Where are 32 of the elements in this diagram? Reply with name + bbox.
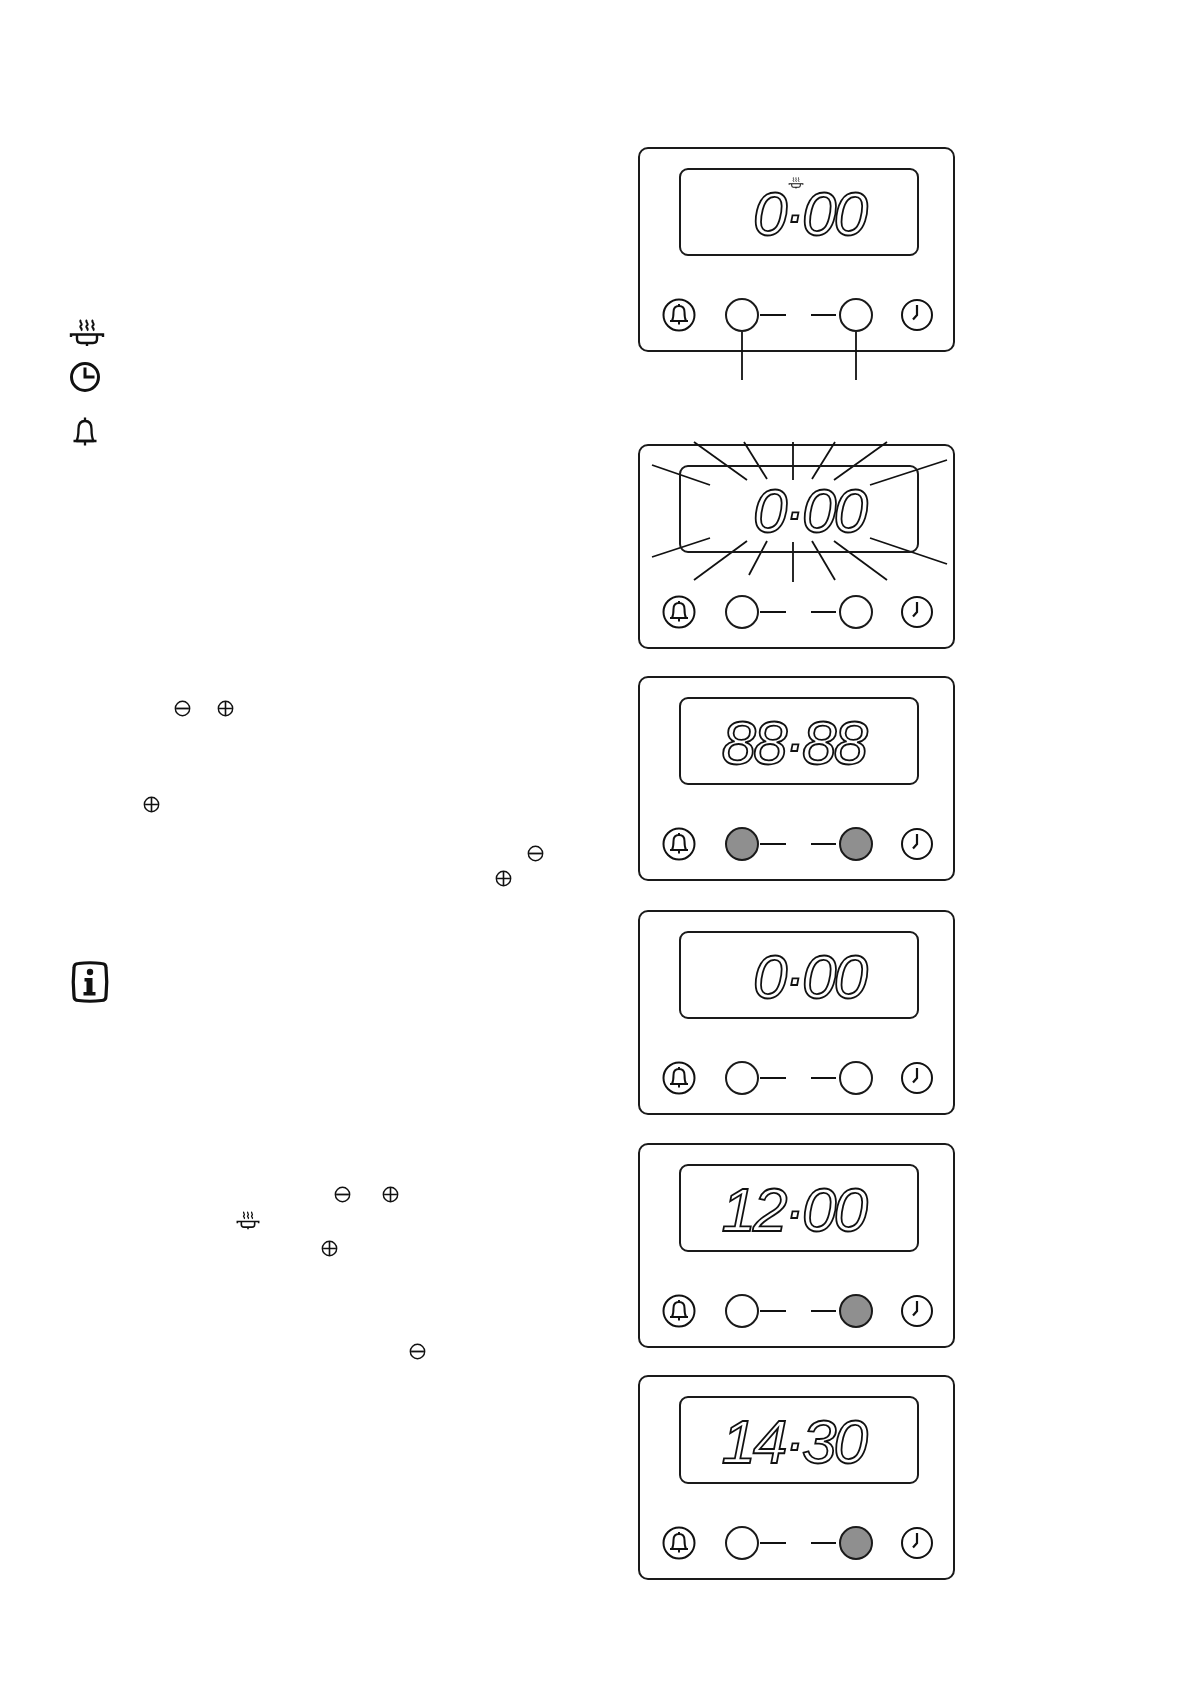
sensor-button [839, 1061, 873, 1095]
sensor-button [839, 1526, 873, 1560]
control-panel [638, 1143, 955, 1348]
sensor-button [839, 298, 873, 332]
control-panel [638, 147, 955, 352]
control-panel [638, 676, 955, 881]
sensor-button [725, 1526, 759, 1560]
time-readout: 0·00 [752, 488, 865, 534]
time-readout: 88·88 [721, 720, 865, 766]
sensor-button [839, 827, 873, 861]
sensor-button [725, 827, 759, 861]
control-panel [638, 910, 955, 1115]
lcd-display [679, 465, 919, 553]
lcd-display [679, 1164, 919, 1252]
time-readout: 0·00 [752, 954, 865, 1000]
lcd-display [679, 931, 919, 1019]
time-readout: 12·00 [721, 1187, 865, 1233]
leader-line [855, 331, 857, 381]
sensor-button [725, 1294, 759, 1328]
sensor-button [725, 1061, 759, 1095]
sensor-button [725, 298, 759, 332]
lcd-display [679, 697, 919, 785]
time-readout: 14·30 [721, 1419, 865, 1465]
lcd-display [679, 1396, 919, 1484]
sensor-button [839, 1294, 873, 1328]
sensor-button [839, 595, 873, 629]
control-panel [638, 444, 955, 649]
leader-line [741, 331, 743, 381]
lcd-display [679, 168, 919, 256]
time-readout: 0·00 [752, 191, 865, 237]
sensor-button [725, 595, 759, 629]
control-panel [638, 1375, 955, 1580]
